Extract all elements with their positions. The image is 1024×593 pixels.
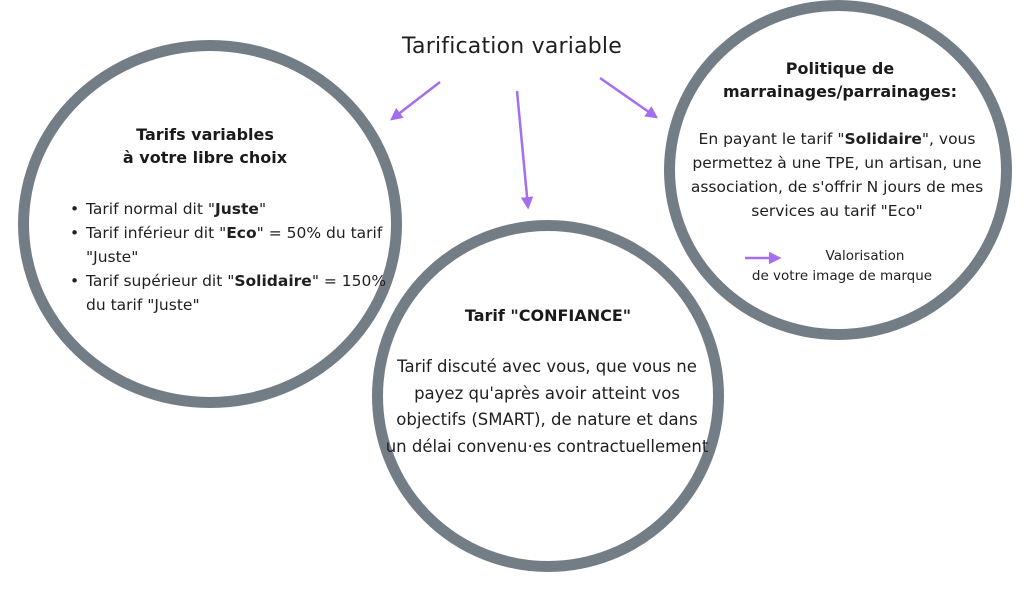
list-item: Tarif inférieur dit "Eco" = 50% du tarif…	[70, 221, 406, 269]
right-heading-line2: marrainages/parrainages:	[722, 82, 958, 101]
right-heading: Politique de marrainages/parrainages:	[690, 57, 990, 103]
list-item-text: Tarif supérieur dit "	[86, 272, 235, 290]
left-heading-line2: à votre libre choix	[60, 146, 350, 169]
list-item-bold: Solidaire	[234, 272, 312, 290]
right-body-text: ", vous permettez à une TPE, un artisan,…	[690, 130, 984, 220]
list-item-text: " = 50% du tarif "Juste"	[86, 224, 383, 266]
diagram-title: Tarification variable	[402, 34, 622, 59]
left-heading-bold: libre choix	[192, 148, 288, 167]
arrow-to-right-circle	[599, 76, 659, 119]
center-body: Tarif discuté avec vous, que vous ne pay…	[385, 357, 709, 456]
list-item: Tarif supérieur dit "Solidaire" = 150% d…	[70, 269, 406, 317]
circle-tarif-confiance	[372, 220, 724, 572]
right-heading-line1: Politique de	[785, 59, 895, 78]
valorisation-line1: Valorisation	[825, 248, 905, 264]
list-item: Tarif normal dit "Juste"	[70, 197, 406, 221]
list-item-bold: Juste	[214, 200, 259, 218]
list-item-text: " = 150% du tarif "Juste"	[86, 272, 387, 314]
right-body-text: En payant le tarif "	[698, 130, 845, 148]
list-item-text: Tarif inférieur dit "	[86, 224, 227, 242]
arrow-to-left-circle	[390, 81, 441, 121]
valorisation-note: Valorisation de votre image de marque	[712, 246, 972, 286]
list-item-bold: Eco	[226, 224, 257, 242]
left-heading: Tarifs variables à votre libre choix	[60, 123, 350, 169]
valorisation-line2: de votre image de marque	[751, 268, 933, 284]
list-item-text: Tarif normal dit "	[86, 200, 215, 218]
circle-politique-parrainages	[664, 0, 1012, 340]
list-item-text: "	[258, 200, 267, 218]
left-heading-line1: Tarifs variables	[136, 125, 274, 144]
right-body: En payant le tarif "Solidaire", vous per…	[676, 127, 998, 223]
tarif-list: Tarif normal dit "Juste" Tarif inférieur…	[50, 197, 406, 317]
arrow-to-center-circle	[515, 90, 534, 210]
center-heading: Tarif "CONFIANCE"	[464, 306, 632, 325]
left-heading-prefix: à votre	[122, 148, 193, 167]
right-body-bold: Solidaire	[844, 130, 922, 148]
